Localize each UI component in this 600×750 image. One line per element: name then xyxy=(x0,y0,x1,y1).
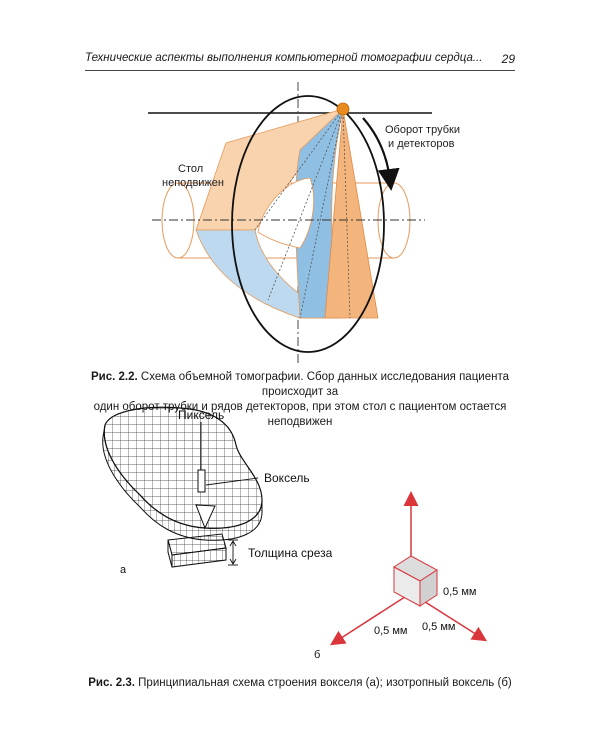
label-a: а xyxy=(120,564,127,576)
cube-side xyxy=(419,569,438,607)
caption-2-2-number: Рис. 2.2. xyxy=(91,371,138,383)
label-dim-3: 0,5 мм xyxy=(422,621,455,633)
label-dim-1: 0,5 мм xyxy=(443,586,476,598)
label-table-2: неподвижен xyxy=(162,177,224,189)
voxel-leader xyxy=(205,477,259,486)
label-pixel: Пиксель xyxy=(178,408,224,422)
label-voxel: Воксель xyxy=(264,471,310,485)
rotation-arrow xyxy=(362,117,400,191)
cross-section-window xyxy=(257,177,315,249)
running-head-title: Технические аспекты выполнения компьютер… xyxy=(85,52,483,64)
xray-tube xyxy=(336,102,350,116)
ray-lines xyxy=(254,108,351,319)
axis-y xyxy=(329,592,412,646)
caption-2-2-line1: Схема объемной томографии. Сбор данных и… xyxy=(140,371,509,398)
label-dim-2: 0,5 мм xyxy=(374,625,407,637)
figure-2-3-caption: Рис. 2.3. Принципиальная схема строения … xyxy=(85,676,515,691)
voxel-column xyxy=(197,469,206,493)
label-rotation-2: и детекторов xyxy=(388,138,455,150)
extracted-slice xyxy=(167,533,227,568)
label-table-1: Стол xyxy=(178,163,203,175)
xray-fan-front xyxy=(324,108,379,319)
gantry-ring xyxy=(231,95,385,353)
slice-block xyxy=(102,406,263,541)
label-rotation-1: Оборот трубки xyxy=(385,124,460,136)
page-number: 29 xyxy=(501,52,515,66)
header-rule xyxy=(85,70,515,71)
label-b: б xyxy=(314,649,320,661)
isotropic-voxel xyxy=(329,491,488,646)
running-head: Технические аспекты выполнения компьютер… xyxy=(85,52,515,70)
caption-2-3-text: Принципиальная схема строения вокселя (а… xyxy=(138,677,512,689)
thickness-indicator xyxy=(228,539,238,566)
label-slice-thickness: Толщина среза xyxy=(248,546,333,560)
caption-2-3-number: Рис. 2.3. xyxy=(88,677,135,689)
